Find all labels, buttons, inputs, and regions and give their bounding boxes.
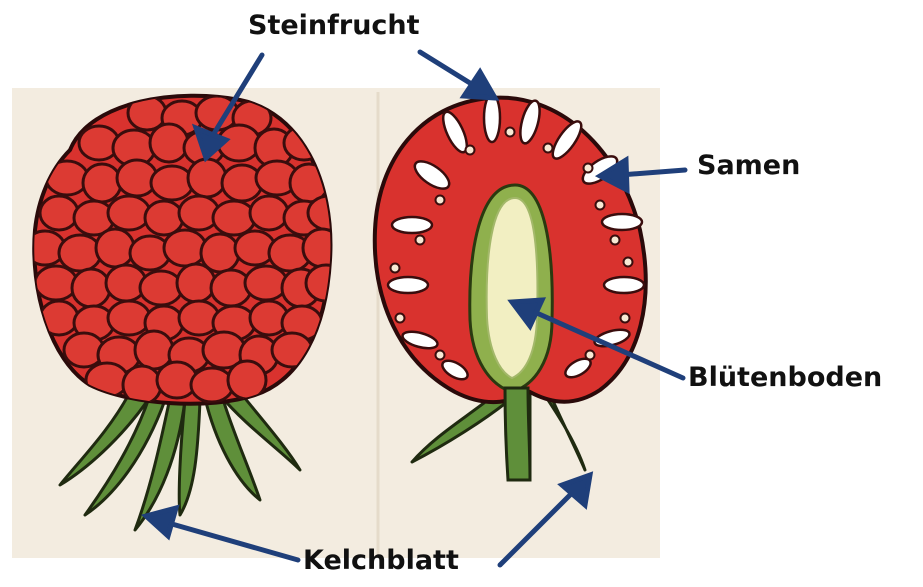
drupelet <box>72 269 110 307</box>
receptacle-stem <box>505 388 530 480</box>
drupelet <box>245 266 287 300</box>
drupelet <box>164 230 206 266</box>
drupelet <box>150 124 188 162</box>
seed <box>391 264 400 273</box>
label-bluetenboden: Blütenboden <box>688 362 882 393</box>
seed <box>586 351 595 360</box>
drupelet <box>250 196 288 230</box>
seed <box>544 144 553 153</box>
seed <box>436 196 445 205</box>
drupelet <box>108 301 150 335</box>
seed <box>624 258 633 267</box>
label-samen: Samen <box>697 150 800 181</box>
drupelet-cavity <box>484 94 500 142</box>
drupelet-cavity <box>392 217 432 233</box>
label-kelchblatt: Kelchblatt <box>303 545 459 576</box>
drupelet <box>35 266 77 300</box>
drupelet <box>140 271 182 305</box>
seed <box>506 128 515 137</box>
drupelet <box>96 229 134 267</box>
drupelet <box>188 159 226 197</box>
drupelet <box>177 264 215 302</box>
drupelet-cavity <box>604 277 644 293</box>
label-steinfrucht: Steinfrucht <box>248 10 420 41</box>
drupelet-cavity <box>602 214 642 230</box>
seed <box>596 201 605 210</box>
drupelet <box>59 235 101 271</box>
seed <box>396 314 405 323</box>
seed <box>416 236 425 245</box>
drupelet <box>108 196 150 230</box>
drupelet <box>83 164 121 202</box>
seed <box>466 146 475 155</box>
seed <box>436 351 445 360</box>
drupelet <box>191 368 233 402</box>
seed <box>611 236 620 245</box>
seed <box>584 164 593 173</box>
drupelet-cavity <box>388 277 428 293</box>
drupelet <box>151 166 193 200</box>
receptacle-inner <box>487 198 538 378</box>
drupelet <box>40 196 78 230</box>
seed <box>621 314 630 323</box>
drupelet <box>213 201 255 235</box>
